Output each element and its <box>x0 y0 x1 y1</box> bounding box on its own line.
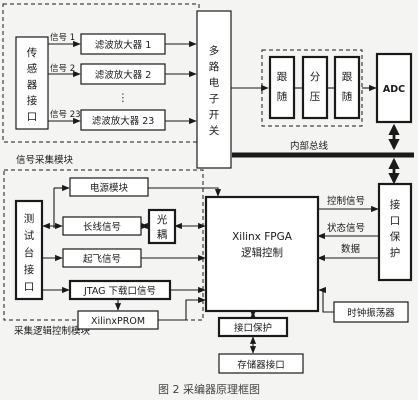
adc-block: ADC <box>375 52 413 124</box>
logic-control-module: 测 试 台 接 口 电源模块 长线信号 光 耦 <box>3 169 222 337</box>
svg-text:接: 接 <box>390 198 401 211</box>
fpga-block: Xilinx FPGA 逻辑控制 <box>204 195 320 313</box>
svg-text:光: 光 <box>157 213 168 226</box>
svg-text:台: 台 <box>24 246 35 259</box>
svg-text:压: 压 <box>310 91 321 103</box>
test-interface-block: 测 试 台 接 口 <box>14 199 44 301</box>
svg-text:接口保护: 接口保护 <box>234 322 272 334</box>
svg-text:ADC: ADC <box>383 84 405 95</box>
analog-mux-block: 多 路 电 子 开 关 <box>196 10 232 169</box>
svg-text:试: 试 <box>24 230 35 242</box>
divider-block: 分 压 <box>301 55 329 120</box>
sensor-char: 感 <box>27 62 38 75</box>
svg-text:护: 护 <box>390 246 401 259</box>
mux-char: 电 <box>209 76 220 89</box>
svg-text:电源模块: 电源模块 <box>90 182 129 194</box>
svg-text:测: 测 <box>24 212 35 225</box>
control-signal-label: 控制信号 <box>327 195 365 207</box>
svg-text:耦: 耦 <box>157 229 168 241</box>
svg-text:滤波放大器 2: 滤波放大器 2 <box>95 69 152 81</box>
signal-label-2: 信号 2 <box>50 63 75 74</box>
clock-oscillator-block: 时钟振荡器 <box>333 301 409 323</box>
signal-acquisition-module: 传 感 器 接 口 信号 1 信号 2 信号 23 滤波放大器 1 滤波放大器 … <box>2 3 200 166</box>
follower-and-divider-group: 跟 随 分 压 跟 随 <box>261 49 363 127</box>
data-label: 数据 <box>341 243 361 255</box>
svg-text:存储器接口: 存储器接口 <box>237 359 285 371</box>
sensor-char: 接 <box>27 94 38 107</box>
long-line-signal-block: 长线信号 <box>62 216 142 236</box>
svg-text:口: 口 <box>390 215 401 227</box>
svg-text:跟: 跟 <box>277 71 288 83</box>
mux-char: 子 <box>209 93 220 105</box>
interface-protect-right-block: 接 口 保 护 <box>377 182 413 282</box>
svg-text:JTAG 下载口信号: JTAG 下载口信号 <box>83 285 156 297</box>
sensor-char: 口 <box>27 111 38 123</box>
svg-text:随: 随 <box>342 90 353 103</box>
ellipsis-dots: ⋮ <box>118 92 129 104</box>
acq-module-label: 信号采集模块 <box>16 154 74 166</box>
acq-module-border <box>2 3 200 143</box>
svg-text:跟: 跟 <box>342 71 353 83</box>
filter-amp-23: 滤波放大器 23 <box>80 109 166 131</box>
signal-label-23: 信号 23 <box>50 109 81 120</box>
svg-text:保: 保 <box>390 230 401 243</box>
mux-char: 路 <box>209 60 220 73</box>
svg-text:口: 口 <box>24 281 35 293</box>
follower-2-block: 跟 随 <box>333 55 361 120</box>
storage-interface-block: 存储器接口 <box>218 353 304 374</box>
filter-amp-2: 滤波放大器 2 <box>80 63 166 85</box>
interface-protect-bottom-block: 接口保护 <box>217 316 289 338</box>
follower-1-block: 跟 随 <box>268 55 296 120</box>
internal-bus-label: 内部总线 <box>290 140 329 152</box>
fpga-subtitle: 逻辑控制 <box>241 246 283 259</box>
mux-char: 多 <box>209 44 220 57</box>
mux-char: 开 <box>209 109 220 121</box>
figure-caption: 图 2 采编器原理框图 <box>158 382 260 396</box>
jtag-signal-block: JTAG 下载口信号 <box>68 279 172 301</box>
filter-amp-1: 滤波放大器 1 <box>80 33 166 55</box>
fpga-title: Xilinx FPGA <box>232 231 293 243</box>
signal-label-1: 信号 1 <box>50 32 75 43</box>
sensor-char: 器 <box>27 79 38 91</box>
mux-char: 关 <box>209 124 220 137</box>
logic-module-label: 采集逻辑控制模块 <box>14 325 91 337</box>
svg-text:分: 分 <box>310 71 321 83</box>
takeoff-signal-block: 起飞信号 <box>62 248 142 268</box>
svg-text:滤波放大器 23: 滤波放大器 23 <box>92 115 155 127</box>
svg-text:滤波放大器 1: 滤波放大器 1 <box>95 39 152 51</box>
svg-text:接: 接 <box>24 263 35 276</box>
svg-text:时钟振荡器: 时钟振荡器 <box>347 307 395 319</box>
optocoupler-block: 光 耦 <box>147 208 177 245</box>
svg-text:随: 随 <box>277 90 288 103</box>
sensor-char: 传 <box>27 47 38 59</box>
conditioning-border <box>261 49 363 127</box>
xilinx-prom-block: XilinxPROM <box>77 310 159 330</box>
svg-text:长线信号: 长线信号 <box>83 221 121 233</box>
svg-text:起飞信号: 起飞信号 <box>83 253 121 265</box>
power-module-block: 电源模块 <box>69 177 149 197</box>
status-signal-label: 状态信号 <box>327 222 365 234</box>
sensor-interface-block: 传 感 器 接 口 <box>15 36 49 130</box>
svg-text:XilinxPROM: XilinxPROM <box>91 316 145 327</box>
